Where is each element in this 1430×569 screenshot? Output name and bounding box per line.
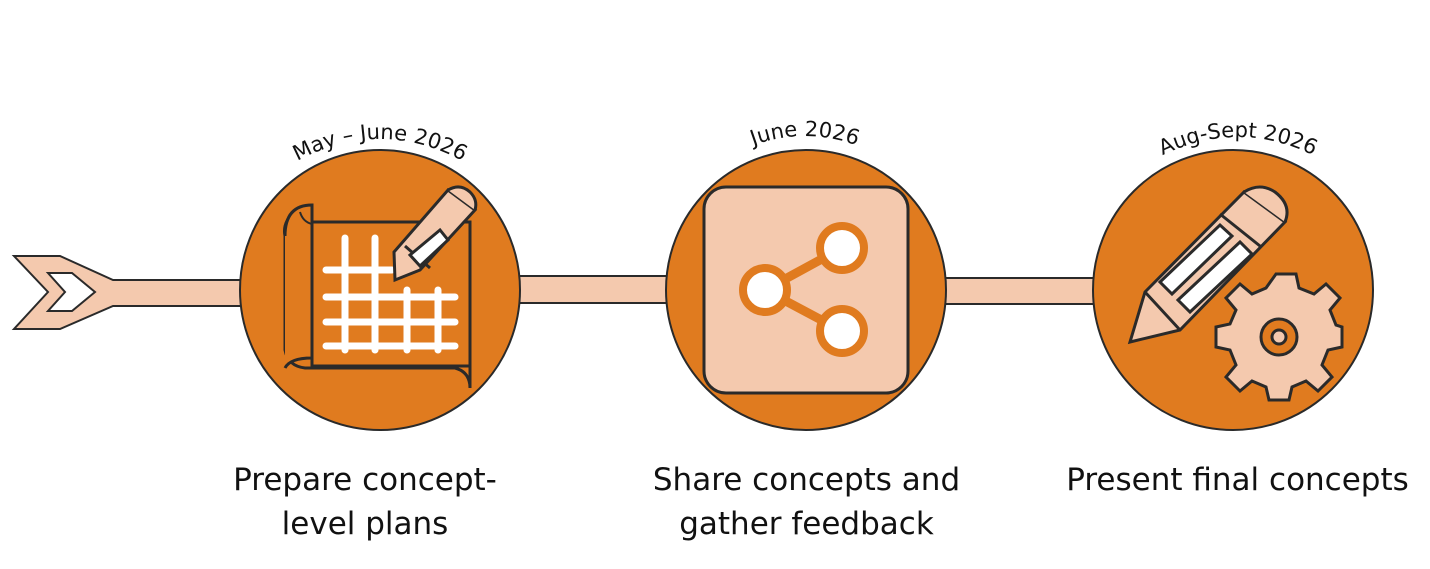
share-icon — [702, 185, 910, 395]
connector-bar — [941, 277, 1101, 305]
step-label: Prepare concept- level plans — [215, 458, 515, 546]
step-label: Share concepts and gather feedback — [640, 458, 973, 546]
step-label-line: gather feedback — [679, 506, 934, 542]
step-label-line: level plans — [281, 506, 449, 542]
blueprint-pencil-icon — [283, 185, 478, 389]
step-date: June 2026 — [745, 117, 863, 151]
step-label-line: Share concepts and — [652, 462, 961, 498]
step-label: Present final concepts — [1055, 458, 1420, 502]
arrow-tail-icon — [11, 255, 246, 330]
step-label-line: Prepare concept- — [233, 462, 497, 498]
connector-bar — [514, 275, 676, 304]
step-label-line: Present final concepts — [1066, 462, 1409, 498]
pencil-gear-icon — [1127, 185, 1344, 402]
